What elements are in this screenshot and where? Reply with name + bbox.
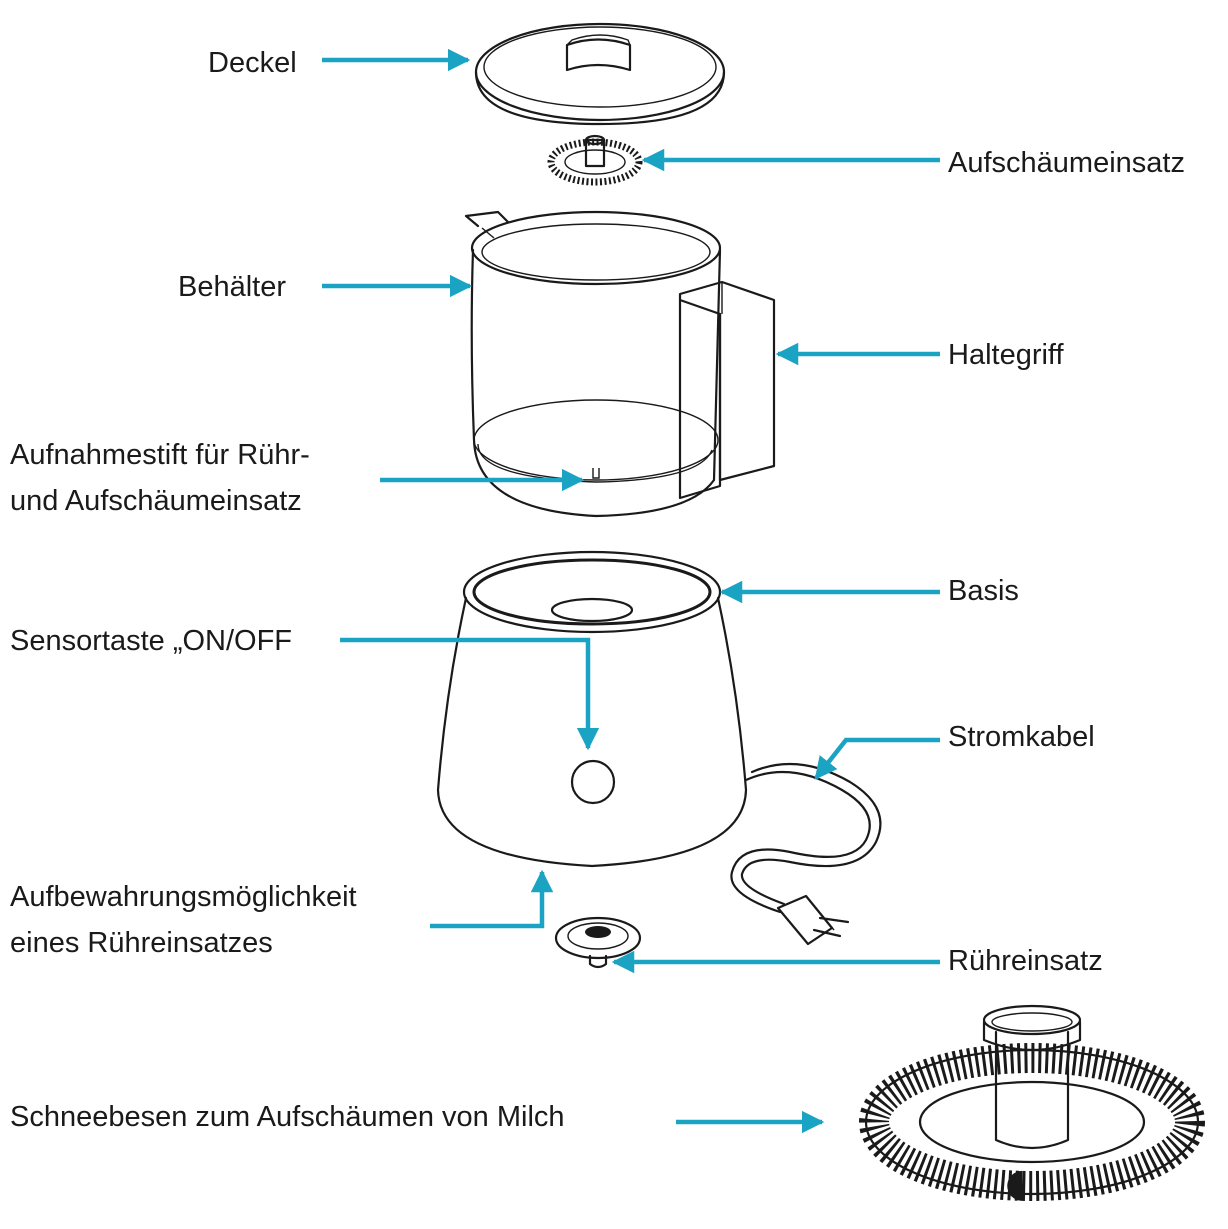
label-sensortaste: Sensortaste „ON/OFF <box>10 625 293 657</box>
label-aufschaeumeinsatz: Aufschäumeinsatz <box>948 147 1185 179</box>
label-haltegriff: Haltegriff <box>948 339 1064 371</box>
arrow-stromkabel <box>814 737 940 780</box>
label-aufnahmestift-line1: Aufnahmestift für Rühr- <box>10 439 310 471</box>
label-stromkabel: Stromkabel <box>948 721 1095 753</box>
lid-handle-icon <box>565 38 632 72</box>
label-basis: Basis <box>948 575 1019 607</box>
stirring-insert-drawing <box>554 916 642 969</box>
label-ruehreinsatz: Rühreinsatz <box>948 945 1103 977</box>
base-drawing <box>436 550 882 946</box>
label-behaelter: Behälter <box>178 271 287 303</box>
plug-icon <box>776 894 850 946</box>
label-aufbewahrung-line1: Aufbewahrungsmöglichkeit <box>10 881 357 913</box>
label-schneebesen: Schneebesen zum Aufschäumen von Milch <box>10 1101 565 1133</box>
whisk-drawing <box>859 1004 1205 1201</box>
lid-drawing <box>474 22 726 126</box>
jug-drawing <box>464 210 776 518</box>
arrow-aufbewahrung <box>430 869 554 929</box>
frothing-insert-drawing <box>547 134 643 186</box>
power-button-icon <box>570 759 616 805</box>
label-deckel: Deckel <box>208 47 297 79</box>
arrow-sensortaste <box>340 637 600 751</box>
label-aufnahmestift-line2: und Aufschäumeinsatz <box>10 485 302 517</box>
label-aufbewahrung-line2: eines Rühreinsatzes <box>10 927 273 959</box>
callout-arrows <box>322 48 940 1134</box>
